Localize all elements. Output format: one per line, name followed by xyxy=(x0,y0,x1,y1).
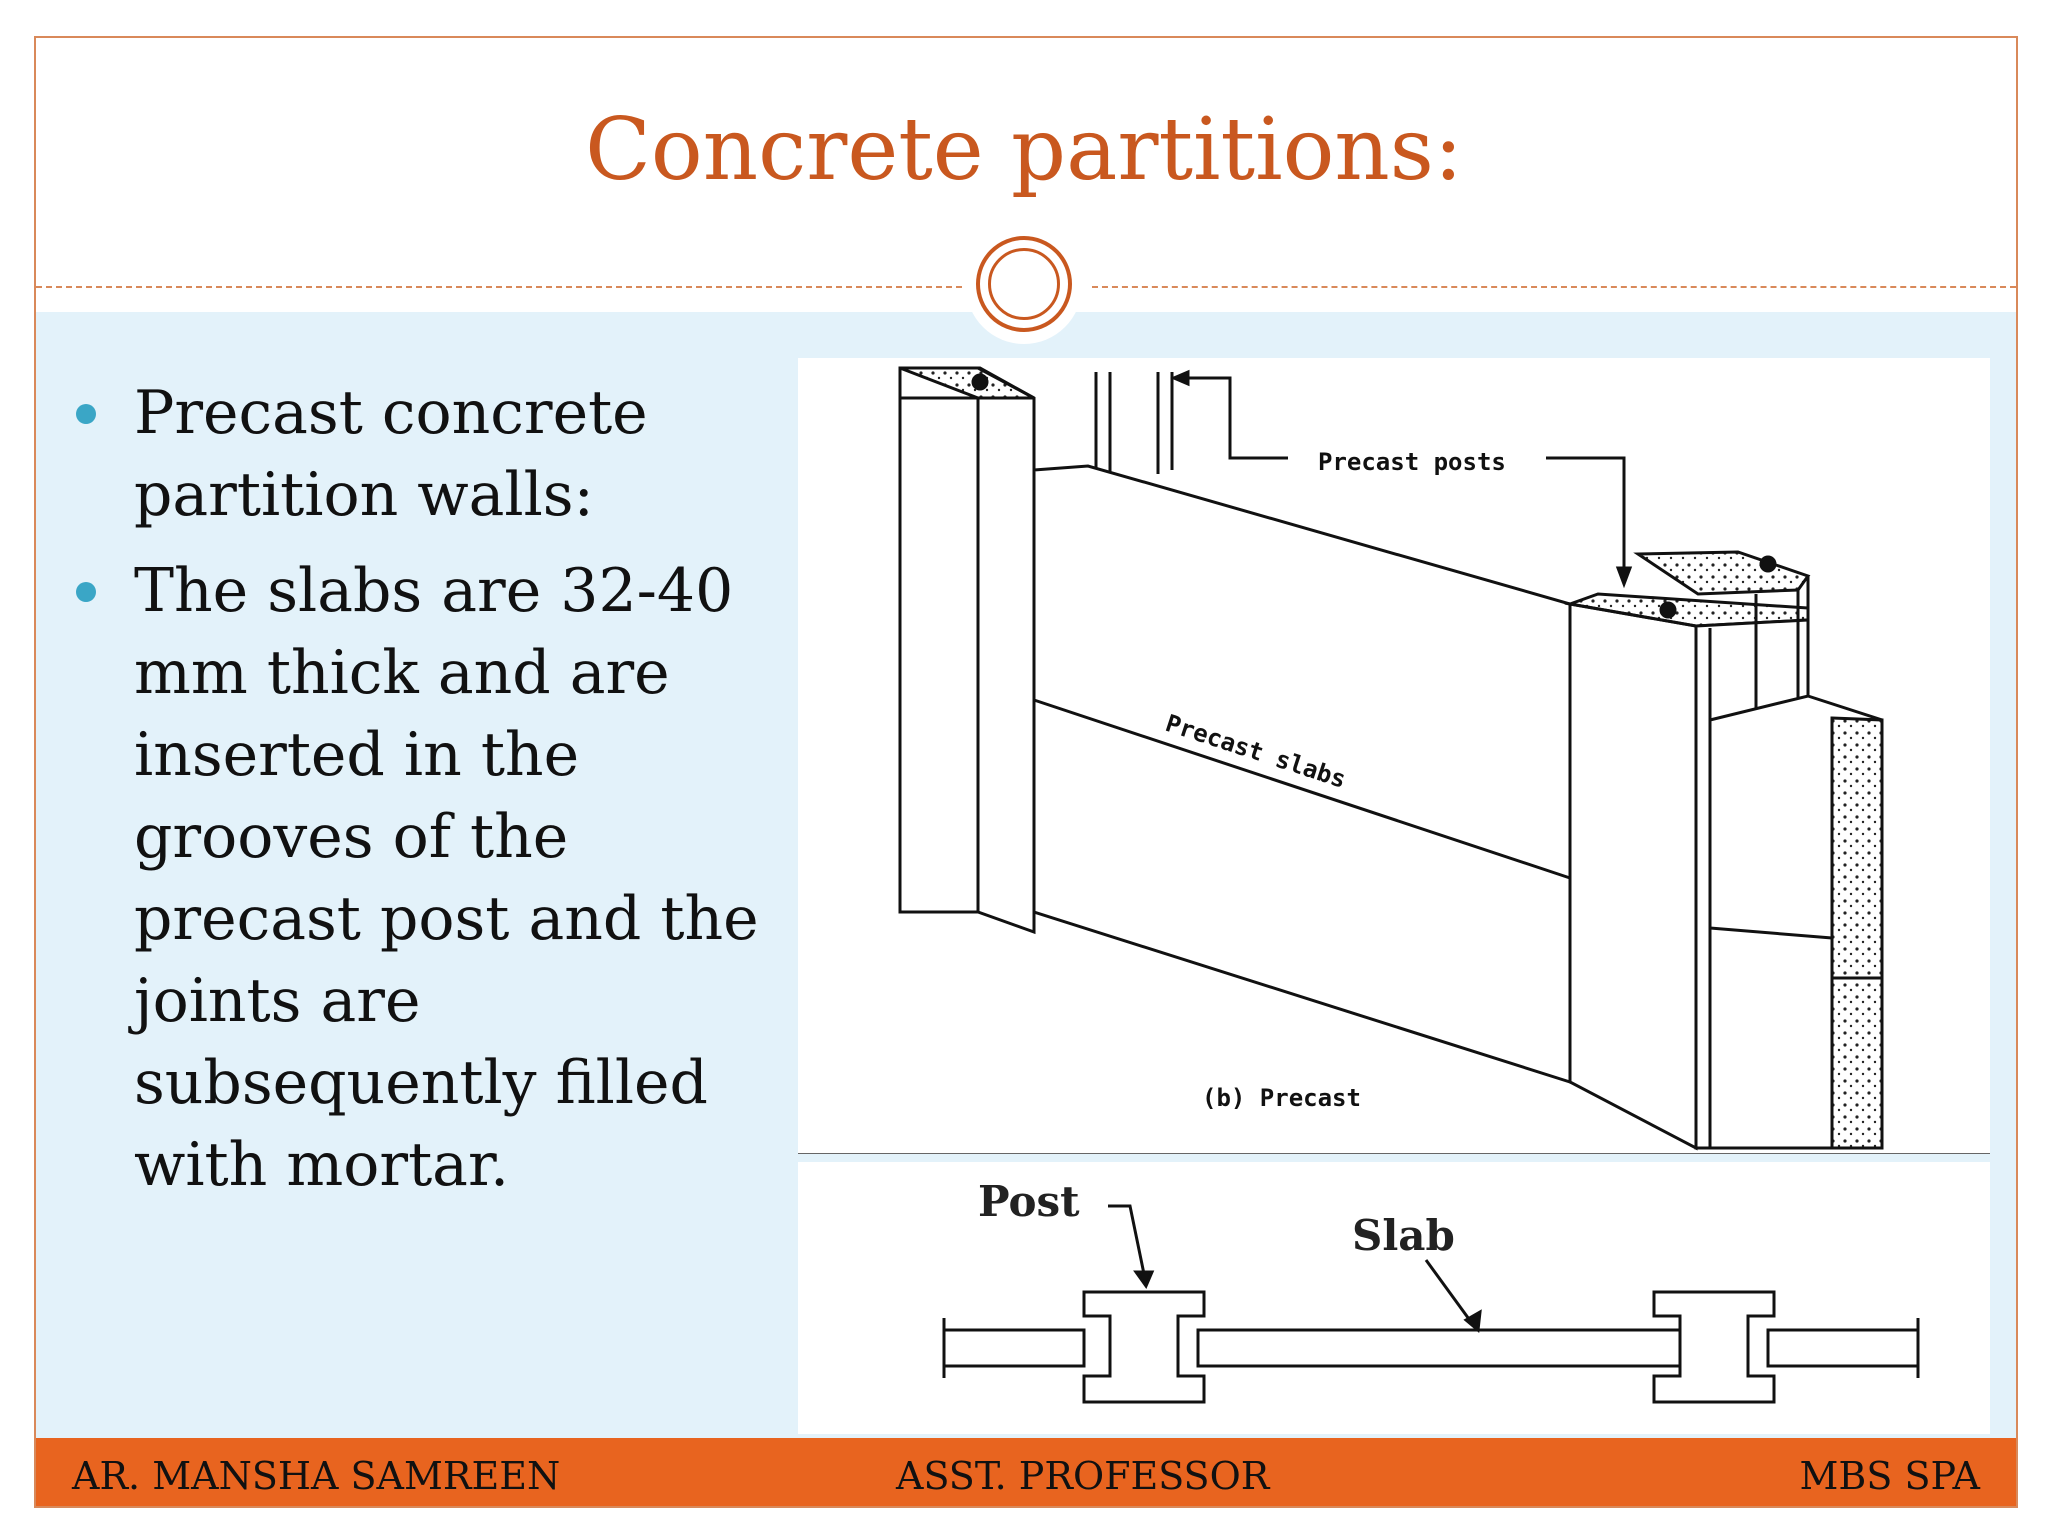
footer-author: AR. MANSHA SAMREEN xyxy=(72,1454,561,1498)
bullet-icon xyxy=(76,582,96,602)
figure-caption: (b) Precast xyxy=(1202,1084,1361,1112)
bullet-item: The slabs are 32-40 mm thick and are ins… xyxy=(70,550,770,1206)
title-divider-right xyxy=(1092,286,2016,288)
precast-partition-figure: Precast posts Precast slabs (b) Precast xyxy=(798,358,1990,1155)
slide-frame xyxy=(34,36,2018,1508)
label-precast-posts: Precast posts xyxy=(1318,448,1506,476)
divider-ornament-icon xyxy=(976,236,1072,332)
title-divider-left xyxy=(36,286,962,288)
footer-institution: MBS SPA xyxy=(1799,1454,1981,1498)
footer-bar: AR. MANSHA SAMREEN ASST. PROFESSOR MBS S… xyxy=(36,1438,2016,1506)
precast-partition-drawing: Precast posts Precast slabs (b) Precast xyxy=(798,366,1990,1155)
footer-designation: ASST. PROFESSOR xyxy=(896,1454,1270,1498)
post-slab-section-drawing: Post Slab xyxy=(942,1177,1920,1404)
divider-ornament-inner-icon xyxy=(988,248,1060,320)
bullet-item: Precast concrete partition walls: xyxy=(70,372,770,536)
bullet-icon xyxy=(76,404,96,424)
slide-title: Concrete partitions: xyxy=(585,100,1463,200)
bullet-list: Precast concrete partition walls: The sl… xyxy=(70,372,770,1220)
bullet-text: Precast concrete partition walls: xyxy=(134,378,648,530)
label-post: Post xyxy=(978,1177,1080,1226)
label-slab: Slab xyxy=(1352,1211,1455,1260)
bullet-text: The slabs are 32-40 mm thick and are ins… xyxy=(134,556,759,1200)
post-slab-section-figure: Post Slab xyxy=(798,1162,1990,1434)
